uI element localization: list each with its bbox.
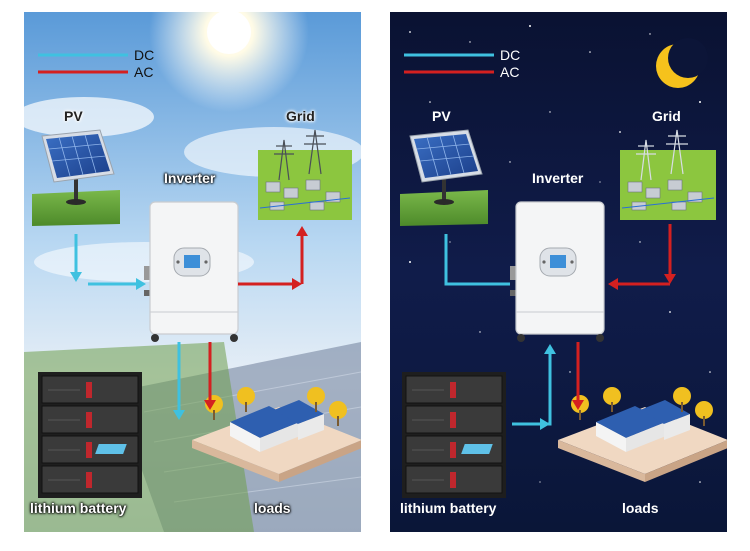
legend-dc-label: DC — [134, 47, 155, 63]
inverter-icon — [144, 201, 239, 342]
inverter-label: Inverter — [532, 170, 584, 186]
battery-label: lithium battery — [30, 500, 127, 516]
solar-panel-icon — [400, 129, 488, 226]
solar-panel-icon — [32, 129, 120, 226]
battery-label: lithium battery — [400, 500, 497, 516]
legend-ac-label: AC — [500, 64, 520, 80]
inverter-icon — [510, 201, 605, 342]
house-icon — [461, 387, 727, 482]
battery-rack-icon — [38, 372, 142, 498]
grid-tower-icon — [620, 129, 716, 220]
inverter-label: Inverter — [164, 170, 216, 186]
pv-label: PV — [432, 108, 451, 124]
loads-label: loads — [254, 500, 291, 516]
night-panel: DC AC PV Grid Inverter lithium battery l… — [390, 12, 727, 532]
day-panel: DC AC PV Grid Inverter lithium battery l… — [24, 12, 361, 532]
flow-pv-to-inverter — [444, 234, 510, 286]
grid-tower-icon — [258, 129, 352, 220]
legend-dc-label: DC — [500, 47, 521, 63]
grid-label: Grid — [652, 108, 681, 124]
house-icon — [95, 387, 361, 482]
grid-label: Grid — [286, 108, 315, 124]
stars — [409, 25, 711, 483]
moon-icon — [656, 38, 708, 88]
day-scene — [24, 12, 361, 532]
battery-rack-icon — [402, 372, 506, 498]
sun-icon — [149, 12, 309, 112]
pv-label: PV — [64, 108, 83, 124]
legend-ac-label: AC — [134, 64, 154, 80]
night-scene — [390, 12, 727, 532]
loads-label: loads — [622, 500, 659, 516]
